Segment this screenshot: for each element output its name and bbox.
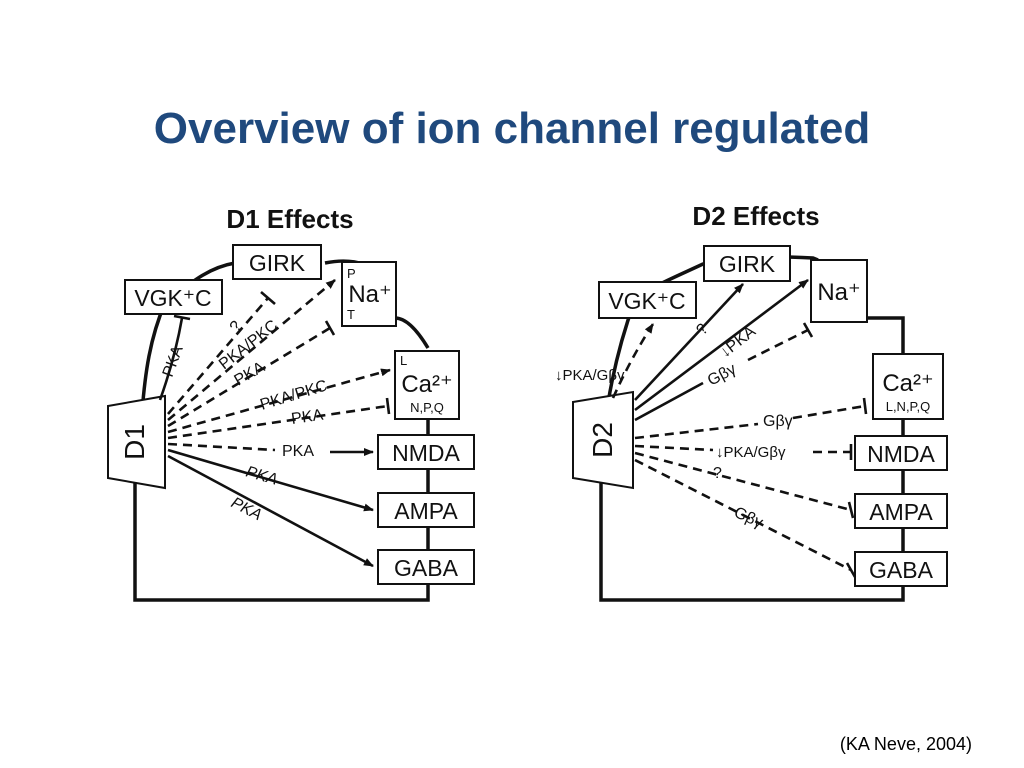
svg-text:Gβγ: Gβγ: [705, 361, 739, 390]
d1-ampa-box: AMPA: [377, 492, 475, 528]
svg-text:PKA: PKA: [282, 443, 314, 460]
d1-receptor: [107, 394, 166, 490]
d2-vgkc-box: VGK⁺C: [598, 281, 697, 319]
svg-text:↓PKA: ↓PKA: [717, 323, 759, 361]
svg-text:T: T: [347, 307, 355, 322]
svg-text:VGK⁺C: VGK⁺C: [134, 285, 211, 311]
d1-gaba-box: GABA: [377, 549, 475, 585]
citation: (KA Neve, 2004): [839, 734, 972, 754]
d1-heading: D1 Effects: [226, 204, 353, 234]
d2-receptor-label: D2: [587, 422, 618, 458]
svg-text:NMDA: NMDA: [392, 440, 460, 466]
svg-text:AMPA: AMPA: [869, 499, 933, 525]
svg-text:AMPA: AMPA: [394, 498, 458, 524]
svg-text:?: ?: [227, 318, 246, 336]
d2-heading: D2 Effects: [692, 201, 819, 231]
svg-text:GIRK: GIRK: [719, 251, 776, 277]
svg-text:Gβγ: Gβγ: [731, 504, 765, 532]
d2-girk-box: GIRK: [703, 245, 791, 282]
d1-nmda-box: NMDA: [377, 434, 475, 470]
d1-effects-diagram: D1 Effects D1 VGK⁺C GIRK P Na⁺ T L Ca²⁺ …: [107, 204, 475, 602]
svg-text:↓PKA/Gβγ: ↓PKA/Gβγ: [555, 367, 625, 384]
svg-text:Ca²⁺: Ca²⁺: [401, 371, 452, 398]
d2-gaba-box: GABA: [854, 551, 948, 587]
svg-text:↓PKA/Gβγ: ↓PKA/Gβγ: [716, 444, 786, 461]
d1-path-ca-2: PKA: [167, 397, 391, 440]
d2-na-box: Na⁺: [810, 259, 868, 323]
svg-text:PKA: PKA: [290, 407, 324, 428]
d1-path-ampa: PKA: [167, 448, 374, 512]
d2-ampa-box: AMPA: [854, 493, 948, 529]
d2-path-ca: Gβγ: [634, 397, 868, 440]
svg-text:L,N,P,Q: L,N,P,Q: [886, 399, 931, 414]
d2-path-nmda: ↓PKA/Gβγ: [634, 444, 853, 461]
d1-path-nmda: PKA: [167, 442, 374, 460]
svg-text:Gβγ: Gβγ: [763, 413, 793, 430]
d1-na-box: P Na⁺ T: [341, 261, 397, 327]
svg-text:VGK⁺C: VGK⁺C: [608, 288, 685, 314]
svg-text:GABA: GABA: [869, 557, 934, 583]
d2-path-vgkc: ↓PKA/Gβγ: [555, 323, 655, 399]
d2-path-gaba: Gβγ: [634, 458, 857, 578]
d1-vgkc-box: VGK⁺C: [124, 279, 223, 315]
svg-text:Na⁺: Na⁺: [817, 279, 860, 306]
svg-text:Na⁺: Na⁺: [348, 281, 391, 308]
slide-title: Overview of ion channel regulated: [153, 104, 871, 153]
svg-text:GABA: GABA: [394, 555, 459, 581]
svg-text:PKA: PKA: [228, 494, 264, 524]
svg-text:GIRK: GIRK: [249, 250, 306, 276]
svg-text:?: ?: [713, 465, 722, 482]
svg-text:PKA: PKA: [160, 343, 187, 379]
d2-circuit-wire: [599, 255, 905, 602]
d2-nmda-box: NMDA: [854, 435, 948, 471]
svg-text:P: P: [347, 266, 356, 281]
svg-text:Ca²⁺: Ca²⁺: [882, 370, 933, 397]
d1-path-vgkc: PKA: [158, 314, 191, 401]
d1-receptor-label: D1: [119, 424, 150, 460]
svg-text:N,P,Q: N,P,Q: [410, 400, 444, 415]
d1-ca-box: L Ca²⁺ N,P,Q: [394, 350, 460, 420]
svg-text:L: L: [400, 353, 407, 368]
d1-girk-box: GIRK: [232, 244, 322, 280]
svg-text:PKA: PKA: [244, 464, 279, 489]
d2-effects-diagram: D2 Effects D2 VGK⁺C GIRK Na⁺ Ca²⁺ L,N,P,…: [555, 201, 948, 602]
d2-path-ampa: ?: [634, 451, 855, 519]
d2-ca-box: Ca²⁺ L,N,P,Q: [872, 353, 944, 420]
svg-text:NMDA: NMDA: [867, 441, 935, 467]
